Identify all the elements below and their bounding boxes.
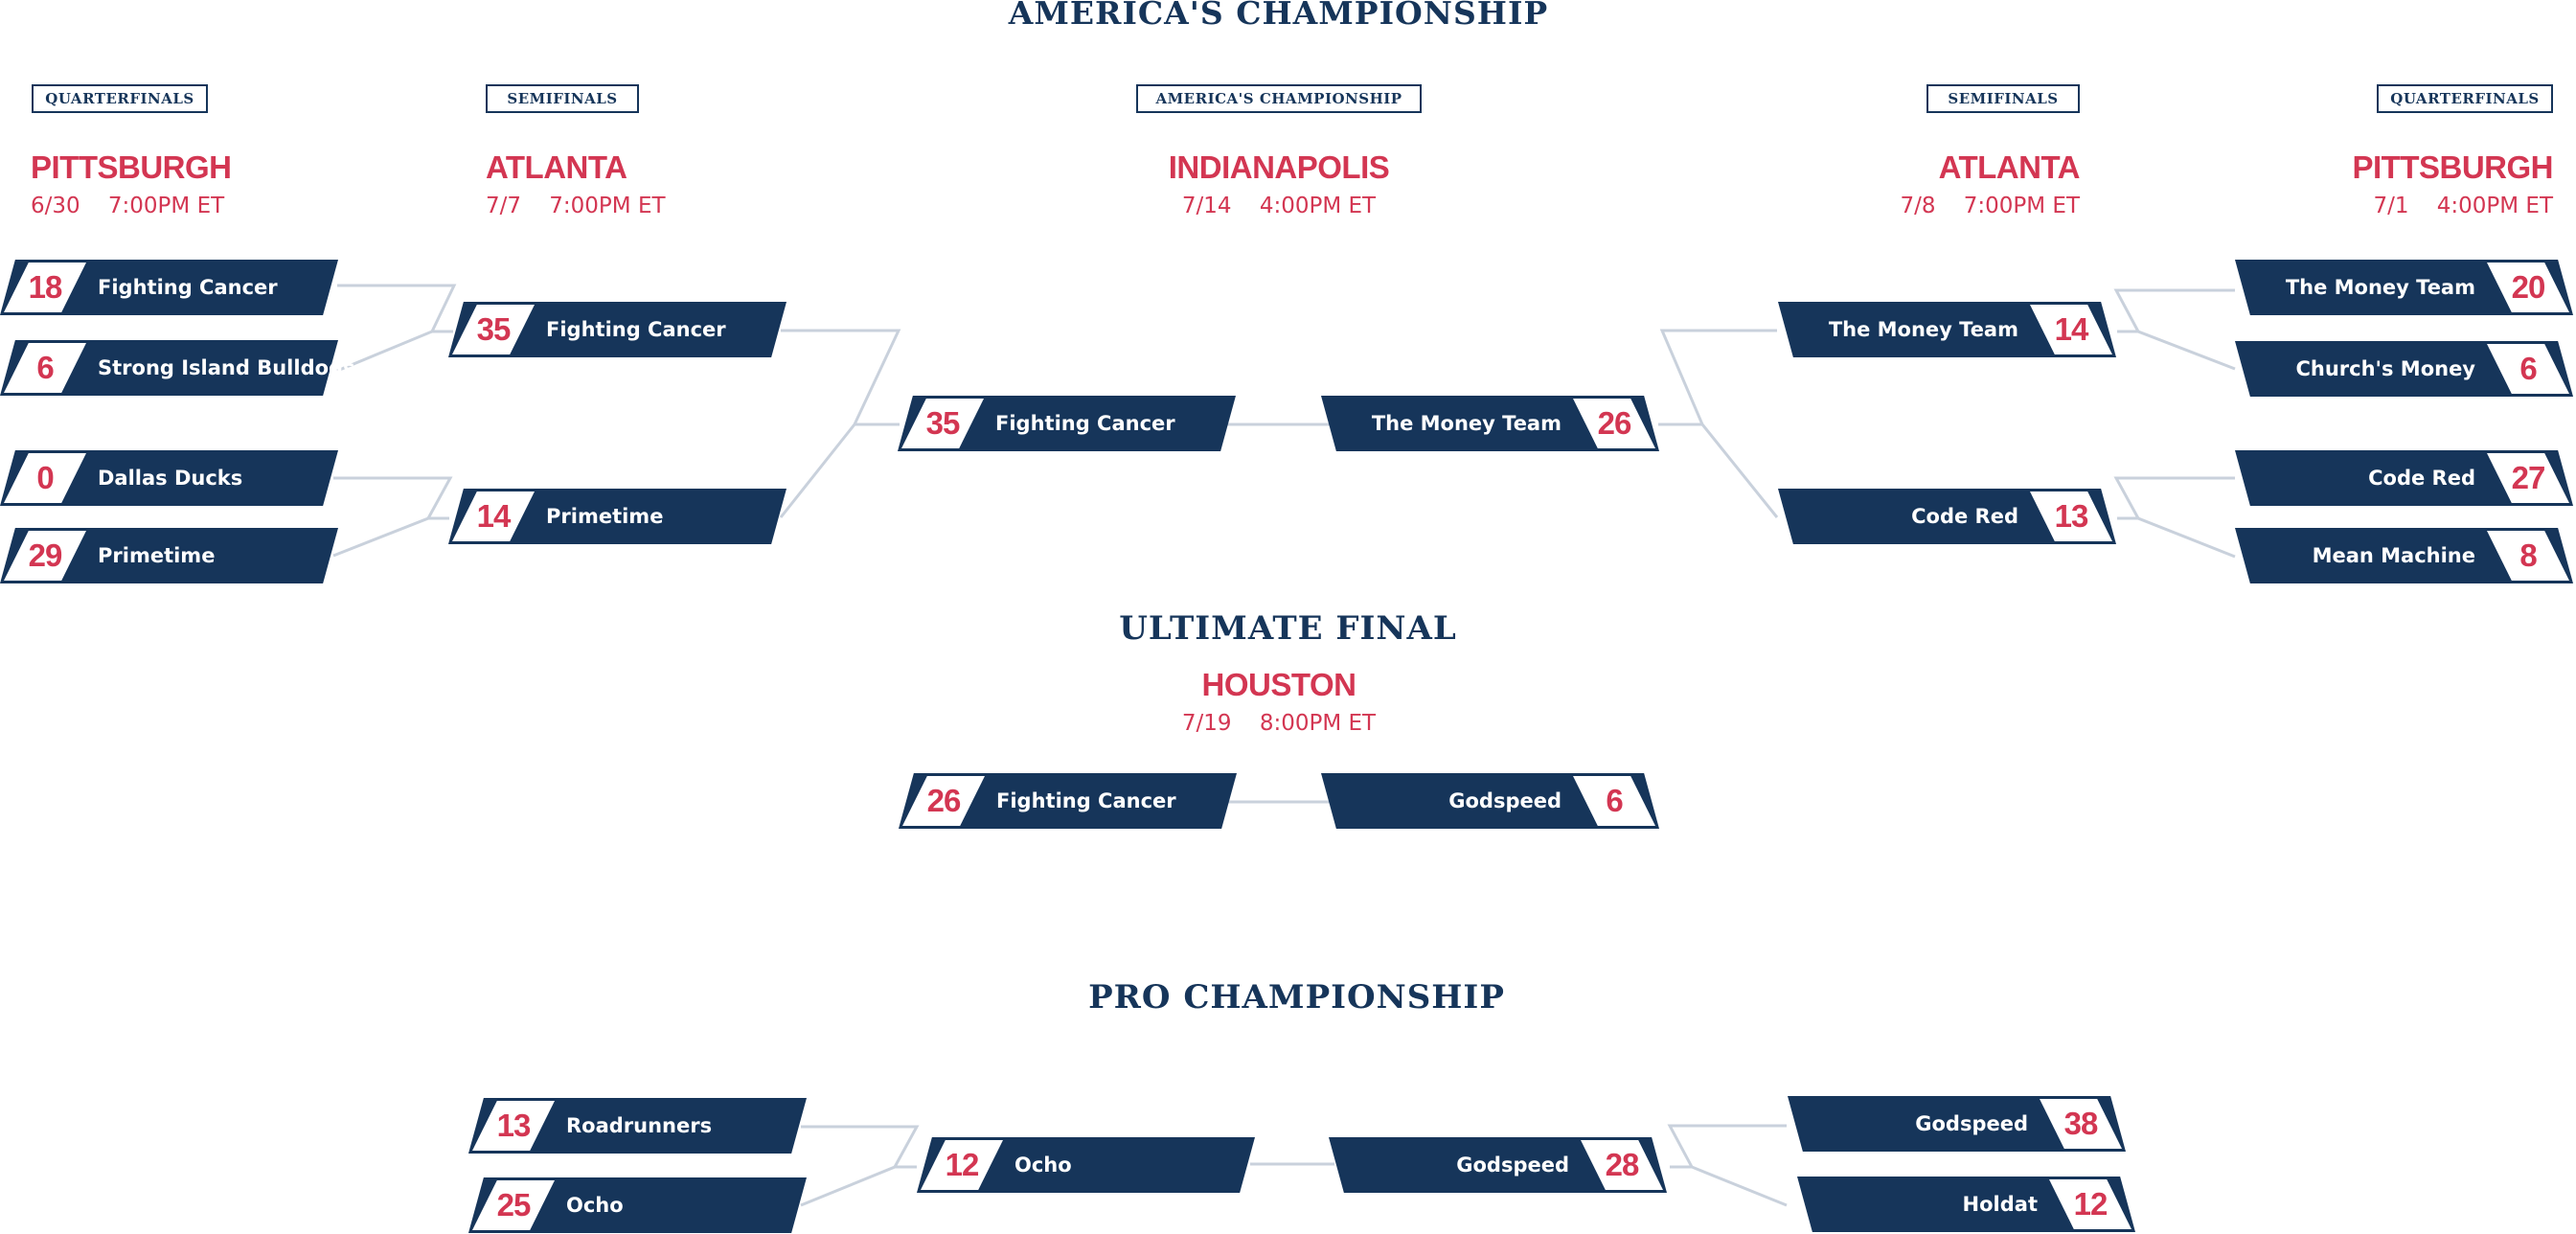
team-bar[interactable]: 13 Code Red: [1778, 489, 2116, 544]
team-name: Dallas Ducks: [98, 467, 243, 490]
game-date: 7/19: [1181, 711, 1232, 736]
ultimate-final-title: ULTIMATE FINAL: [1119, 609, 1457, 648]
game-city: PITTSBURGH: [2352, 149, 2554, 185]
game-info-final: INDIANAPOLIS 7/14 4:00PM ET: [1087, 149, 1470, 220]
game-city: ATLANTA: [486, 149, 627, 185]
game-datetime: 7/7 7:00PM ET: [486, 192, 666, 220]
team-bar[interactable]: 35 Fighting Cancer: [448, 302, 786, 357]
game-city: HOUSTON: [1201, 667, 1356, 702]
team-bar[interactable]: 18 Fighting Cancer: [0, 260, 338, 315]
connector-sf-left: [779, 329, 901, 518]
game-datetime: 6/30 7:00PM ET: [31, 192, 232, 220]
team-bar[interactable]: 6 Church's Money: [2235, 341, 2573, 397]
team-bar[interactable]: 12 Ocho: [917, 1137, 1255, 1193]
team-name: Ocho: [566, 1194, 624, 1217]
team-name: The Money Team: [1828, 318, 2018, 341]
team-name: Godspeed: [1456, 1154, 1569, 1177]
team-name: Ocho: [1014, 1154, 1072, 1177]
team-bar[interactable]: 27 Code Red: [2235, 450, 2573, 506]
team-name: Roadrunners: [566, 1114, 713, 1137]
team-bar[interactable]: 6 Strong Island Bulldogs: [0, 340, 355, 396]
team-bar[interactable]: 35 Fighting Cancer: [898, 396, 1236, 451]
game-datetime: 7/8 7:00PM ET: [1792, 192, 2080, 220]
round-label-final: AMERICA'S CHAMPIONSHIP: [1136, 84, 1422, 113]
game-datetime: 7/19 8:00PM ET: [1087, 709, 1470, 738]
game-info-sf-left: ATLANTA 7/7 7:00PM ET: [486, 149, 666, 220]
team-name: Fighting Cancer: [98, 276, 278, 299]
team-name: Primetime: [546, 505, 664, 528]
team-name: Code Red: [1911, 505, 2018, 528]
team-name: Primetime: [98, 544, 216, 567]
team-bar[interactable]: 13 Roadrunners: [468, 1098, 807, 1154]
game-time: 7:00PM ET: [107, 194, 225, 218]
connector-qf-left-2: [332, 476, 453, 558]
game-date: 7/14: [1181, 194, 1232, 218]
team-bar[interactable]: 6 Godspeed: [1321, 773, 1659, 829]
game-date: 6/30: [31, 194, 80, 218]
game-info-sf-right: ATLANTA 7/8 7:00PM ET: [1792, 149, 2080, 220]
team-bar[interactable]: 26 Fighting Cancer: [899, 773, 1237, 829]
connector-sf-right: [1658, 329, 1779, 518]
game-city: INDIANAPOLIS: [1168, 149, 1390, 185]
team-name: Mean Machine: [2312, 544, 2475, 567]
game-date: 7/8: [1900, 194, 1936, 218]
connector-qf-right-1: [2113, 288, 2236, 371]
game-date: 7/1: [2373, 194, 2409, 218]
team-name: Godspeed: [1448, 789, 1562, 812]
team-bar[interactable]: 14 The Money Team: [1778, 302, 2116, 357]
americas-championship-title: AMERICA'S CHAMPIONSHIP: [1008, 0, 1549, 32]
team-name: The Money Team: [2285, 276, 2475, 299]
team-bar[interactable]: 29 Primetime: [0, 528, 338, 583]
game-datetime: 7/14 4:00PM ET: [1087, 192, 1470, 220]
team-bar[interactable]: 25 Ocho: [468, 1177, 807, 1233]
pro-championship-title: PRO CHAMPIONSHIP: [1088, 978, 1505, 1017]
team-name: Godspeed: [1915, 1112, 2028, 1135]
round-label-sf-left: SEMIFINALS: [486, 84, 639, 113]
team-bar[interactable]: 38 Godspeed: [1788, 1096, 2126, 1152]
team-bar[interactable]: 20 The Money Team: [2235, 260, 2573, 315]
connector-pro-sf-left: [800, 1125, 920, 1207]
connector-qf-right-2: [2113, 476, 2236, 559]
team-name: Holdat: [1962, 1193, 2038, 1216]
team-bar[interactable]: 14 Primetime: [448, 489, 786, 544]
team-name: Fighting Cancer: [995, 412, 1175, 435]
round-label-sf-right: SEMIFINALS: [1926, 84, 2080, 113]
team-name: Strong Island Bulldogs: [98, 356, 355, 379]
connector-pro-sf-right: [1667, 1124, 1788, 1207]
team-name: Fighting Cancer: [546, 318, 726, 341]
game-date: 7/7: [486, 194, 522, 218]
game-info-ultimate: HOUSTON 7/19 8:00PM ET: [1087, 667, 1470, 738]
round-label-qf-right: QUARTERFINALS: [2377, 84, 2553, 113]
round-label-qf-left: QUARTERFINALS: [32, 84, 208, 113]
team-bar[interactable]: 0 Dallas Ducks: [0, 450, 338, 506]
team-name: Church's Money: [2295, 357, 2475, 380]
team-name: Fighting Cancer: [996, 789, 1176, 812]
game-time: 7:00PM ET: [1963, 194, 2080, 218]
team-name: The Money Team: [1371, 412, 1562, 435]
game-city: ATLANTA: [1938, 149, 2081, 185]
game-time: 4:00PM ET: [1259, 194, 1377, 218]
game-time: 4:00PM ET: [2436, 194, 2553, 218]
game-time: 8:00PM ET: [1259, 711, 1377, 736]
game-time: 7:00PM ET: [549, 194, 666, 218]
game-info-qf-left: PITTSBURGH 6/30 7:00PM ET: [31, 149, 232, 220]
game-datetime: 7/1 4:00PM ET: [2266, 192, 2553, 220]
team-bar[interactable]: 28 Godspeed: [1329, 1137, 1667, 1193]
team-name: Code Red: [2368, 467, 2475, 490]
game-city: PITTSBURGH: [31, 149, 232, 185]
game-info-qf-right: PITTSBURGH 7/1 4:00PM ET: [2266, 149, 2554, 220]
team-bar[interactable]: 8 Mean Machine: [2235, 528, 2573, 583]
team-bar[interactable]: 12 Holdat: [1797, 1177, 2135, 1232]
team-bar[interactable]: 26 The Money Team: [1321, 396, 1659, 451]
